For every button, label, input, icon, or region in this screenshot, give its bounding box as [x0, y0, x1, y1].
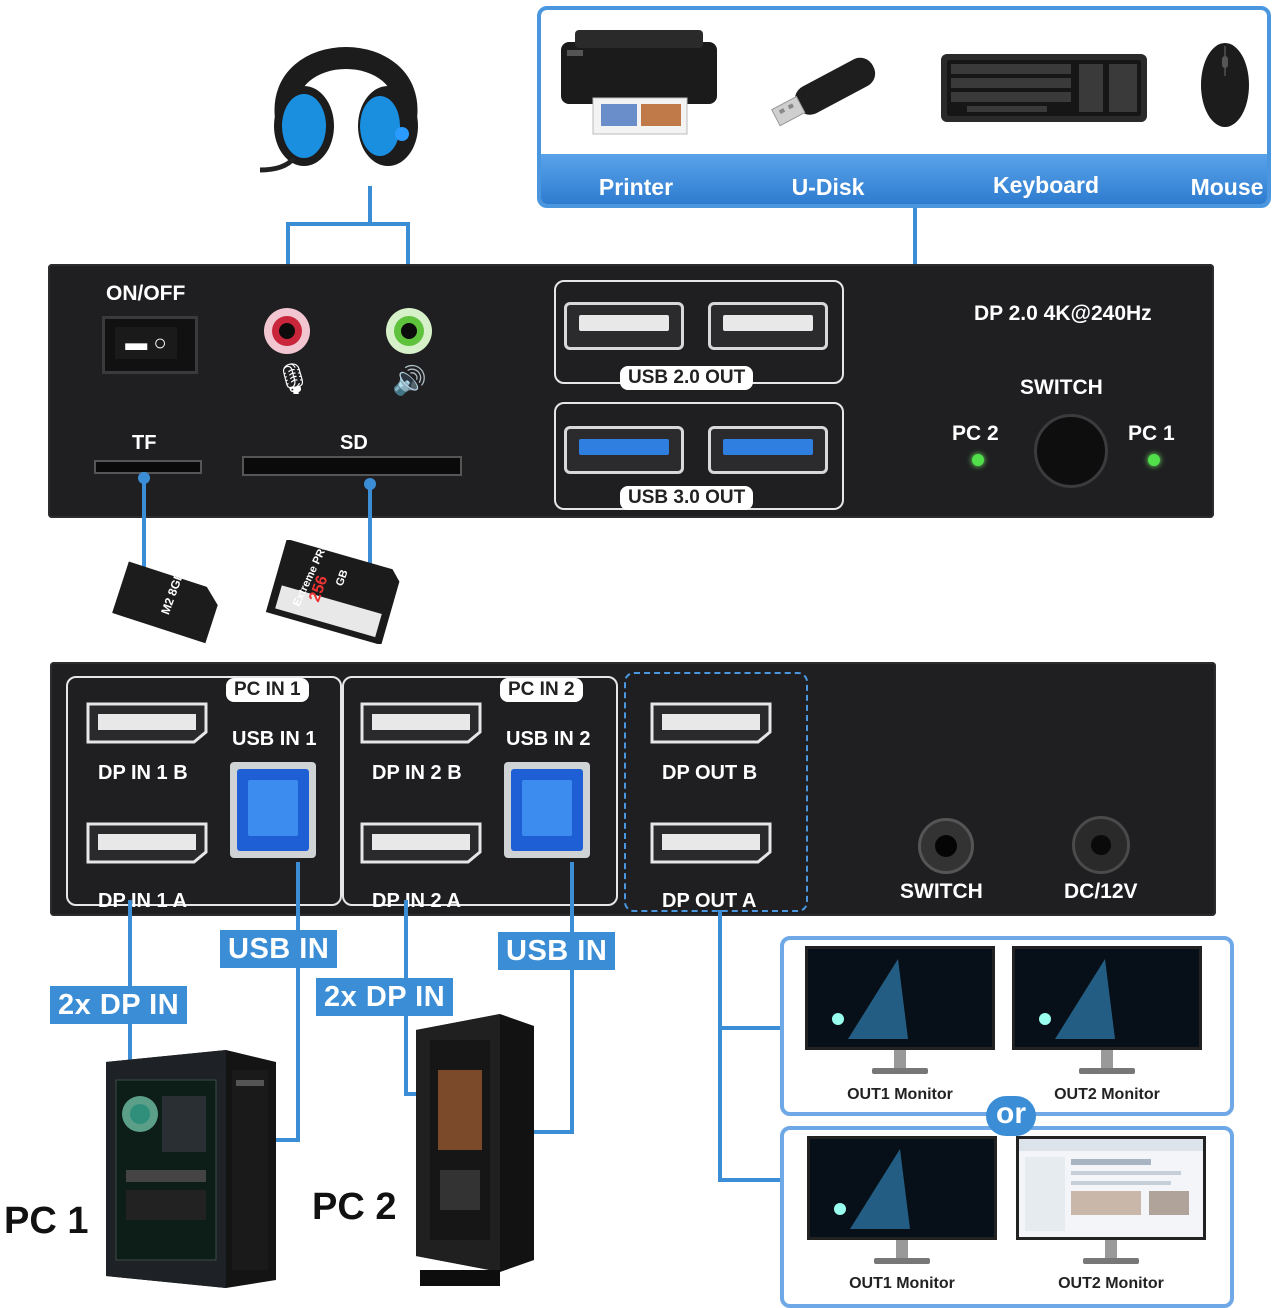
- back-panel: PC IN 1 USB IN 1 PC IN 2 USB IN 2 DP IN …: [50, 662, 1216, 916]
- usb-in-1-line-v: [296, 862, 300, 1142]
- usb-in-1-label: USB IN 1: [232, 728, 316, 751]
- switch-jack[interactable]: [918, 818, 974, 874]
- dp-out-line-bottom: [718, 1178, 780, 1182]
- pc2-tower-icon: [410, 1010, 540, 1296]
- pc2-label: PC 2: [952, 422, 999, 446]
- printer-label: Printer: [581, 174, 691, 201]
- speaker-icon: 🔊: [392, 364, 427, 397]
- bottom-left-monitor: [807, 1136, 997, 1240]
- top-right-monitor-label: OUT2 Monitor: [1012, 1086, 1202, 1104]
- usb30-port-2[interactable]: [708, 426, 828, 474]
- usb-in-right-callout: USB IN: [498, 932, 615, 970]
- tf-connector: [142, 472, 146, 568]
- dp-out-a-port[interactable]: [650, 822, 772, 864]
- switch-jack-label: SWITCH: [900, 880, 983, 904]
- usb30-label: USB 3.0 OUT: [620, 486, 753, 510]
- u-disk-icon: [763, 45, 893, 135]
- bottom-right-stand: [1105, 1240, 1117, 1260]
- bottom-right-monitor: [1016, 1136, 1206, 1240]
- power-label: ON/OFF: [106, 282, 185, 306]
- usb30-port-1[interactable]: [564, 426, 684, 474]
- usb-in-2-line-v: [570, 862, 574, 1134]
- audio-out-jack[interactable]: [386, 308, 432, 354]
- bottom-left-monitor-label: OUT1 Monitor: [807, 1275, 997, 1293]
- or-badge: or: [986, 1096, 1036, 1136]
- dp-in-1b-port[interactable]: [86, 702, 208, 744]
- pc1-label: PC 1: [4, 1200, 88, 1243]
- top-right-foot: [1079, 1068, 1135, 1074]
- bottom-right-monitor-label: OUT2 Monitor: [1016, 1275, 1206, 1293]
- dp-out-line-v: [718, 910, 722, 1182]
- top-left-stand: [894, 1050, 906, 1070]
- front-panel: ON/OFF ▬ ○ 🎙 🔊 TF SD USB 2.0 OUT USB 3.0…: [48, 264, 1214, 518]
- top-left-foot: [872, 1068, 928, 1074]
- microphone-icon: 🎙: [274, 362, 312, 397]
- bottom-left-foot: [874, 1258, 930, 1264]
- pc-in-1-label: PC IN 1: [226, 678, 309, 702]
- pc1-tower-icon: [96, 1040, 282, 1290]
- usb-in-2-label: USB IN 2: [506, 728, 590, 751]
- mouse-icon: [1197, 38, 1253, 132]
- sd-label: SD: [340, 432, 368, 455]
- headset-icon: [256, 8, 436, 188]
- dp-in-2a-label: DP IN 2 A: [372, 890, 461, 913]
- dp-in-1-line: [128, 900, 132, 1060]
- peripherals-box: Printer U-Disk Keyboard Mouse: [537, 6, 1271, 208]
- headset-cable: [368, 186, 372, 224]
- power-switch[interactable]: ▬ ○: [102, 316, 198, 374]
- dp-out-a-label: DP OUT A: [662, 890, 756, 913]
- top-right-stand: [1101, 1050, 1113, 1070]
- dc-label: DC/12V: [1064, 880, 1138, 904]
- tf-label: TF: [132, 432, 156, 455]
- switch-button[interactable]: [1034, 414, 1108, 488]
- tf-connector-dot: [138, 472, 150, 484]
- dp-spec-label: DP 2.0 4K@240Hz: [974, 302, 1152, 326]
- top-left-monitor-label: OUT1 Monitor: [805, 1086, 995, 1104]
- dc-jack[interactable]: [1072, 816, 1130, 874]
- sd-connector-dot: [364, 478, 376, 490]
- dp-in-1a-label: DP IN 1 A: [98, 890, 187, 913]
- pc2-label: PC 2: [312, 1186, 396, 1229]
- switch-label: SWITCH: [1020, 376, 1103, 400]
- pc-in-2-label: PC IN 2: [500, 678, 583, 702]
- dp-out-line-top: [718, 1026, 780, 1030]
- dp-in-2b-label: DP IN 2 B: [372, 762, 462, 785]
- dp-in-2a-port[interactable]: [360, 822, 482, 864]
- top-right-monitor: [1012, 946, 1202, 1050]
- tf-slot[interactable]: [94, 460, 202, 474]
- usb20-port-1[interactable]: [564, 302, 684, 350]
- dp-out-b-port[interactable]: [650, 702, 772, 744]
- dp-in-2b-port[interactable]: [360, 702, 482, 744]
- dp-in-1a-port[interactable]: [86, 822, 208, 864]
- sd-slot[interactable]: [242, 456, 462, 476]
- dp-in-left-callout: 2x DP IN: [50, 986, 187, 1024]
- dp-in-1b-label: DP IN 1 B: [98, 762, 188, 785]
- dp-out-b-label: DP OUT B: [662, 762, 757, 785]
- pc1-led: [1148, 454, 1160, 466]
- top-left-monitor: [805, 946, 995, 1050]
- usb-in-left-callout: USB IN: [220, 930, 337, 968]
- u-disk-label: U-Disk: [773, 174, 883, 201]
- mic-jack[interactable]: [264, 308, 310, 354]
- usb20-port-2[interactable]: [708, 302, 828, 350]
- bottom-left-stand: [896, 1240, 908, 1260]
- headset-split: [286, 222, 410, 226]
- usb-in-1-port[interactable]: [230, 762, 316, 858]
- pc1-label: PC 1: [1128, 422, 1175, 446]
- usb-in-2-port[interactable]: [504, 762, 590, 858]
- bottom-right-foot: [1083, 1258, 1139, 1264]
- sd-card-icon: [254, 540, 414, 644]
- switch-rocker: ▬ ○: [115, 327, 177, 359]
- usb20-label: USB 2.0 OUT: [620, 366, 753, 390]
- mouse-label: Mouse: [1177, 174, 1271, 201]
- printer-icon: [553, 28, 725, 138]
- pc2-led: [972, 454, 984, 466]
- keyboard-label: Keyboard: [981, 172, 1111, 199]
- keyboard-icon: [939, 50, 1149, 126]
